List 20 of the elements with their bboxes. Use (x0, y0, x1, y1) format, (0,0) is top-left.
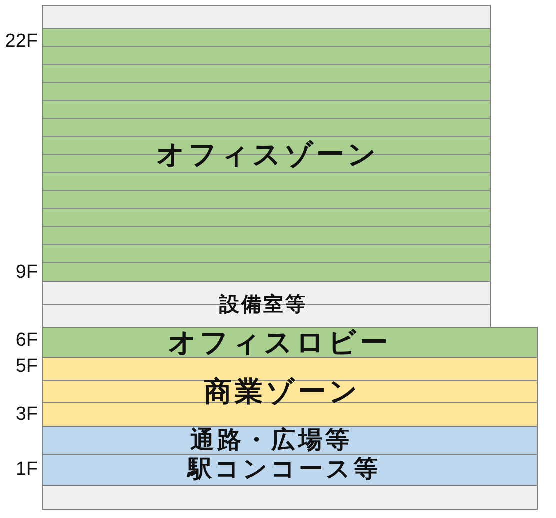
floor-band (42, 485, 538, 510)
floor-number: 5F (14, 357, 38, 376)
zone-label: 通路・広場等 (190, 428, 352, 452)
floor-number: 22F (4, 32, 38, 51)
zone-band (42, 426, 538, 455)
zone-label: 商業ゾーン (203, 378, 361, 406)
floor-number: 3F (14, 405, 38, 424)
zone-label: 駅コンコース等 (186, 458, 381, 482)
floor-number: 9F (14, 263, 38, 282)
zone-band (42, 357, 538, 427)
zone-band (42, 327, 538, 358)
zone-label: 設備室等 (218, 294, 308, 314)
zone-band (42, 281, 491, 328)
floor-number: 1F (14, 460, 38, 479)
floor-number: 6F (14, 331, 38, 350)
zone-label: オフィスロビー (167, 328, 391, 356)
zone-band (42, 28, 491, 282)
floor-band (42, 5, 491, 29)
zone-label: オフィスゾーン (156, 141, 380, 169)
zone-band (42, 454, 538, 486)
